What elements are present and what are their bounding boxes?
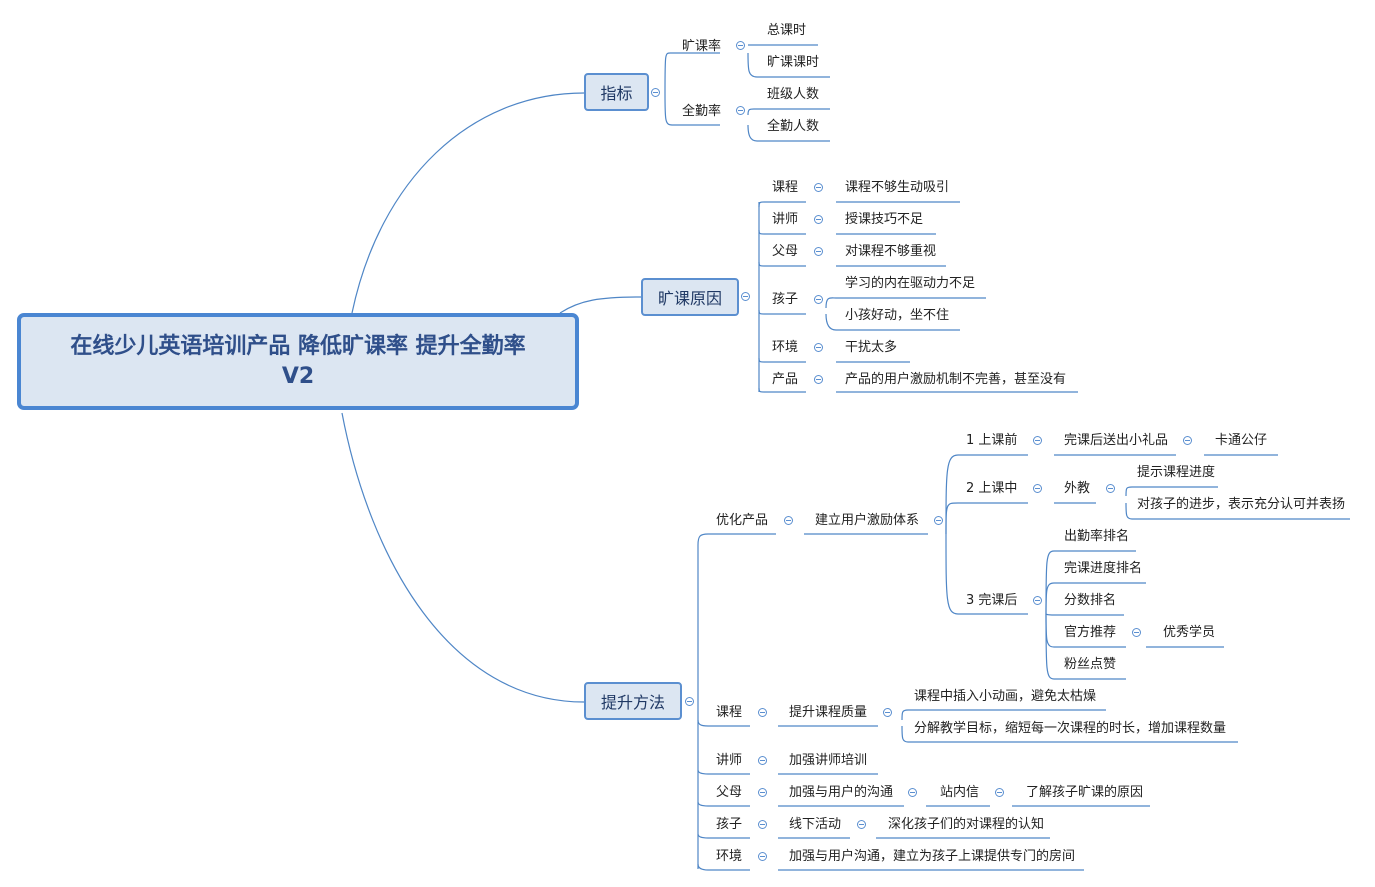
collapse-icon[interactable] [758,852,767,861]
cause-course[interactable]: 课程 [772,180,799,195]
node-official-recommend[interactable]: 官方推荐 [1064,625,1117,640]
root-topic[interactable]: 在线少儿英语培训产品 降低旷课率 提升全勤率 V2 [17,313,579,410]
node-communicate[interactable]: 加强与用户的沟通 [789,785,894,800]
node-praise[interactable]: 对孩子的进步，表示充分认可并表扬 [1137,497,1346,512]
method-teacher[interactable]: 讲师 [716,753,743,768]
collapse-icon[interactable] [736,41,745,50]
topic-indicators[interactable]: 指标 [584,73,649,111]
cause-parents-reason[interactable]: 对课程不够重视 [845,244,937,259]
cause-child[interactable]: 孩子 [772,292,799,307]
node-incentive-system[interactable]: 建立用户激励体系 [815,513,920,528]
cause-teacher-reason[interactable]: 授课技巧不足 [845,212,924,227]
collapse-icon[interactable] [995,788,1004,797]
collapse-icon[interactable] [908,788,917,797]
node-site-message[interactable]: 站内信 [940,785,980,800]
stage-before-class[interactable]: 1 上课前 [966,433,1018,448]
collapse-icon[interactable] [736,106,745,115]
method-parents[interactable]: 父母 [716,785,743,800]
method-child[interactable]: 孩子 [716,817,743,832]
stage-during-class[interactable]: 2 上课中 [966,481,1018,496]
cause-environment-reason[interactable]: 干扰太多 [845,340,898,355]
collapse-icon[interactable] [784,516,793,525]
node-class-size[interactable]: 班级人数 [767,87,820,102]
node-progress-hint[interactable]: 提示课程进度 [1137,465,1216,480]
collapse-icon[interactable] [1033,596,1042,605]
node-fan-likes[interactable]: 粉丝点赞 [1064,657,1117,672]
collapse-icon[interactable] [814,295,823,304]
collapse-icon[interactable] [934,516,943,525]
node-full-attendance-count[interactable]: 全勤人数 [767,119,820,134]
node-deepen-understanding[interactable]: 深化孩子们的对课程的认知 [888,817,1045,832]
node-improve-quality[interactable]: 提升课程质量 [789,705,868,720]
cause-parents[interactable]: 父母 [772,244,799,259]
cause-product[interactable]: 产品 [772,372,799,387]
topic-improvement-methods[interactable]: 提升方法 [584,682,682,720]
root-title-line-1: 在线少儿英语培训产品 降低旷课率 提升全勤率 [70,333,526,359]
collapse-icon[interactable] [883,708,892,717]
cause-environment[interactable]: 环境 [772,340,799,355]
node-attendance-rate[interactable]: 全勤率 [682,104,722,119]
node-rank-attendance[interactable]: 出勤率排名 [1064,529,1130,544]
cause-teacher[interactable]: 讲师 [772,212,799,227]
collapse-icon[interactable] [685,697,694,706]
node-total-hours[interactable]: 总课时 [767,23,807,38]
node-teacher-training[interactable]: 加强讲师培训 [789,753,868,768]
collapse-icon[interactable] [758,708,767,717]
method-environment[interactable]: 环境 [716,849,743,864]
node-gift[interactable]: 完课后送出小礼品 [1064,433,1169,448]
collapse-icon[interactable] [758,788,767,797]
node-offline-activity[interactable]: 线下活动 [789,817,842,832]
topic-absence-causes[interactable]: 旷课原因 [641,278,739,316]
node-excellent-student[interactable]: 优秀学员 [1163,625,1216,640]
node-dedicated-room[interactable]: 加强与用户沟通，建立为孩子上课提供专门的房间 [789,849,1076,864]
stage-after-class[interactable]: 3 完课后 [966,593,1018,608]
node-rank-score[interactable]: 分数排名 [1064,593,1117,608]
node-insert-animation[interactable]: 课程中插入小动画，避免太枯燥 [914,689,1097,704]
collapse-icon[interactable] [814,343,823,352]
collapse-icon[interactable] [814,247,823,256]
node-understand-reason[interactable]: 了解孩子旷课的原因 [1026,785,1144,800]
node-absence-rate[interactable]: 旷课率 [682,39,722,54]
collapse-icon[interactable] [758,820,767,829]
collapse-icon[interactable] [651,88,660,97]
collapse-icon[interactable] [1106,484,1115,493]
collapse-icon[interactable] [1183,436,1192,445]
collapse-icon[interactable] [814,183,823,192]
collapse-icon[interactable] [741,292,750,301]
collapse-icon[interactable] [1132,628,1141,637]
collapse-icon[interactable] [857,820,866,829]
method-course[interactable]: 课程 [716,705,743,720]
collapse-icon[interactable] [1033,484,1042,493]
node-cartoon-doll[interactable]: 卡通公仔 [1215,433,1268,448]
cause-child-reason-1[interactable]: 学习的内在驱动力不足 [845,276,976,291]
cause-child-reason-2[interactable]: 小孩好动，坐不住 [845,308,950,323]
collapse-icon[interactable] [1033,436,1042,445]
node-absent-hours[interactable]: 旷课课时 [767,55,820,70]
collapse-icon[interactable] [814,375,823,384]
node-foreign-teacher[interactable]: 外教 [1064,481,1091,496]
method-optimize-product[interactable]: 优化产品 [716,513,769,528]
cause-course-reason[interactable]: 课程不够生动吸引 [845,180,950,195]
node-rank-progress[interactable]: 完课进度排名 [1064,561,1143,576]
root-title-line-2: V2 [281,363,315,389]
cause-product-reason[interactable]: 产品的用户激励机制不完善，甚至没有 [845,372,1067,387]
collapse-icon[interactable] [758,756,767,765]
node-decompose-goals[interactable]: 分解教学目标，缩短每一次课程的时长，增加课程数量 [914,721,1227,736]
collapse-icon[interactable] [814,215,823,224]
